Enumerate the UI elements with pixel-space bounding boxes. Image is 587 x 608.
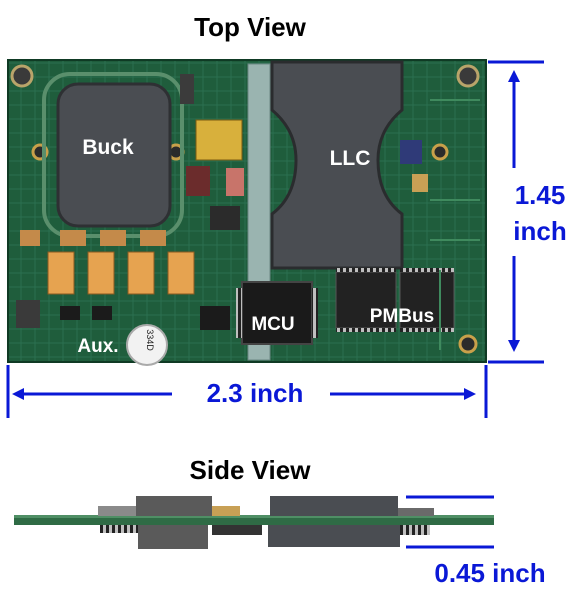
buck-label: Buck: [82, 136, 134, 159]
aux-label: Aux.: [77, 336, 118, 357]
height-dimension-unit: inch: [513, 216, 567, 246]
side-view-title: Side View: [189, 455, 311, 485]
pcb-side: [14, 496, 494, 549]
thickness-dimension: [406, 495, 494, 549]
mcu-label: MCU: [251, 314, 294, 335]
llc-label: LLC: [330, 147, 371, 170]
width-dimension-label: 2.3 inch: [206, 378, 304, 408]
pcb-top: 334D: [7, 59, 487, 366]
svg-text:334D: 334D: [145, 329, 155, 351]
thickness-dimension-label: 0.45 inch: [434, 558, 546, 588]
height-dimension-value: 1.45: [514, 180, 566, 210]
width-dimension: [6, 365, 488, 418]
pmbus-label: PMBus: [370, 306, 434, 327]
top-view-title: Top View: [194, 12, 306, 42]
height-dimension: [488, 60, 544, 364]
